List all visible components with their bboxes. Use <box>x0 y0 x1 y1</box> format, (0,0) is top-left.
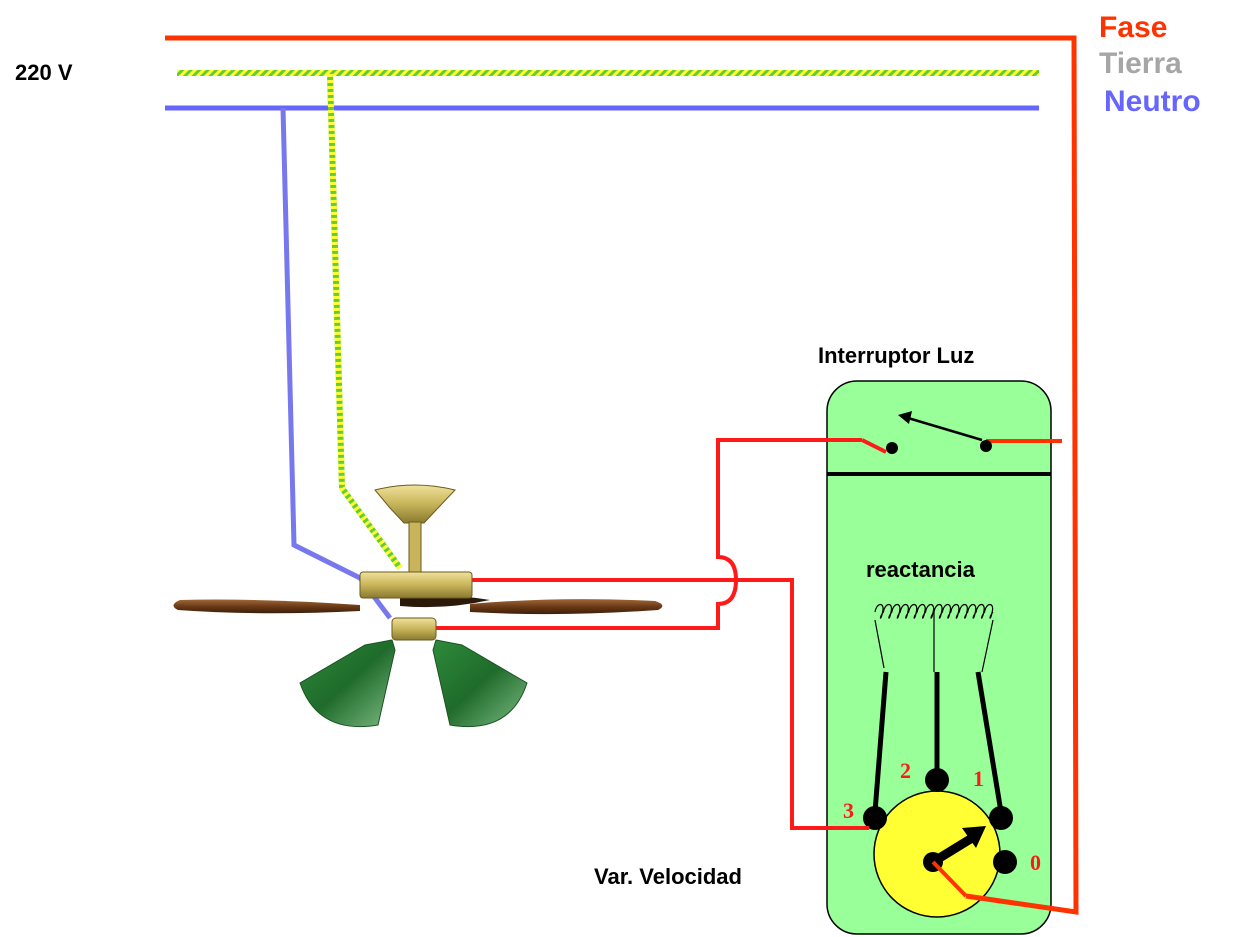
supply-lines <box>165 35 1074 111</box>
selector-feed-stub <box>931 860 968 898</box>
switch-output-stub <box>861 438 887 454</box>
position-3-label: 3 <box>843 798 854 823</box>
selector-contact-3[interactable] <box>863 806 887 830</box>
light-feed-wire <box>436 438 862 630</box>
rotary-selector-icon[interactable] <box>863 768 1017 918</box>
ceiling-fan-with-lamps-icon <box>173 484 663 728</box>
switch-contact-right <box>980 440 992 452</box>
lamp-shade-left <box>299 639 396 728</box>
reactance-label: reactancia <box>866 557 976 582</box>
switch-lever-icon[interactable] <box>907 416 983 442</box>
legend-neutro: Neutro <box>1104 85 1201 118</box>
fan-blade-left <box>173 599 360 614</box>
voltage-label: 220 V <box>15 60 73 85</box>
switch-arrow-icon <box>898 411 912 424</box>
lamp-shade-right <box>432 639 528 728</box>
selector-contact-1[interactable] <box>989 806 1013 830</box>
switch-contact-left <box>886 442 898 454</box>
earth-drop-wire <box>327 73 403 570</box>
selector-contact-0[interactable] <box>993 850 1017 874</box>
tap-lead-3 <box>872 671 889 813</box>
coil-lead-left <box>874 619 885 669</box>
phase-return-wire <box>965 35 1079 915</box>
selector-contact-2[interactable] <box>925 768 949 792</box>
legend-fase: Fase <box>1099 11 1167 44</box>
legend-tierra: Tierra <box>1099 47 1182 80</box>
inductor-coil-icon <box>874 603 994 673</box>
switch-box <box>826 380 1052 935</box>
selector-arrow-icon <box>962 826 986 848</box>
earth-line <box>177 70 1039 76</box>
light-switch-label: Interruptor Luz <box>818 343 974 368</box>
position-2-label: 2 <box>900 758 911 783</box>
speed-selector-label: Var. Velocidad <box>594 864 742 889</box>
fan-blade-right <box>470 599 663 615</box>
fan-light-hub <box>391 617 437 641</box>
position-0-label: 0 <box>1030 850 1041 875</box>
light-switch[interactable] <box>861 411 1062 454</box>
fan-downrod <box>408 521 422 575</box>
position-1-label: 1 <box>973 766 984 791</box>
fan-canopy <box>374 484 456 524</box>
motor-feed-wire <box>472 578 869 830</box>
coil-lead-right <box>981 619 994 673</box>
tap-lead-1 <box>975 671 1004 813</box>
fan-motor-housing <box>359 571 473 599</box>
